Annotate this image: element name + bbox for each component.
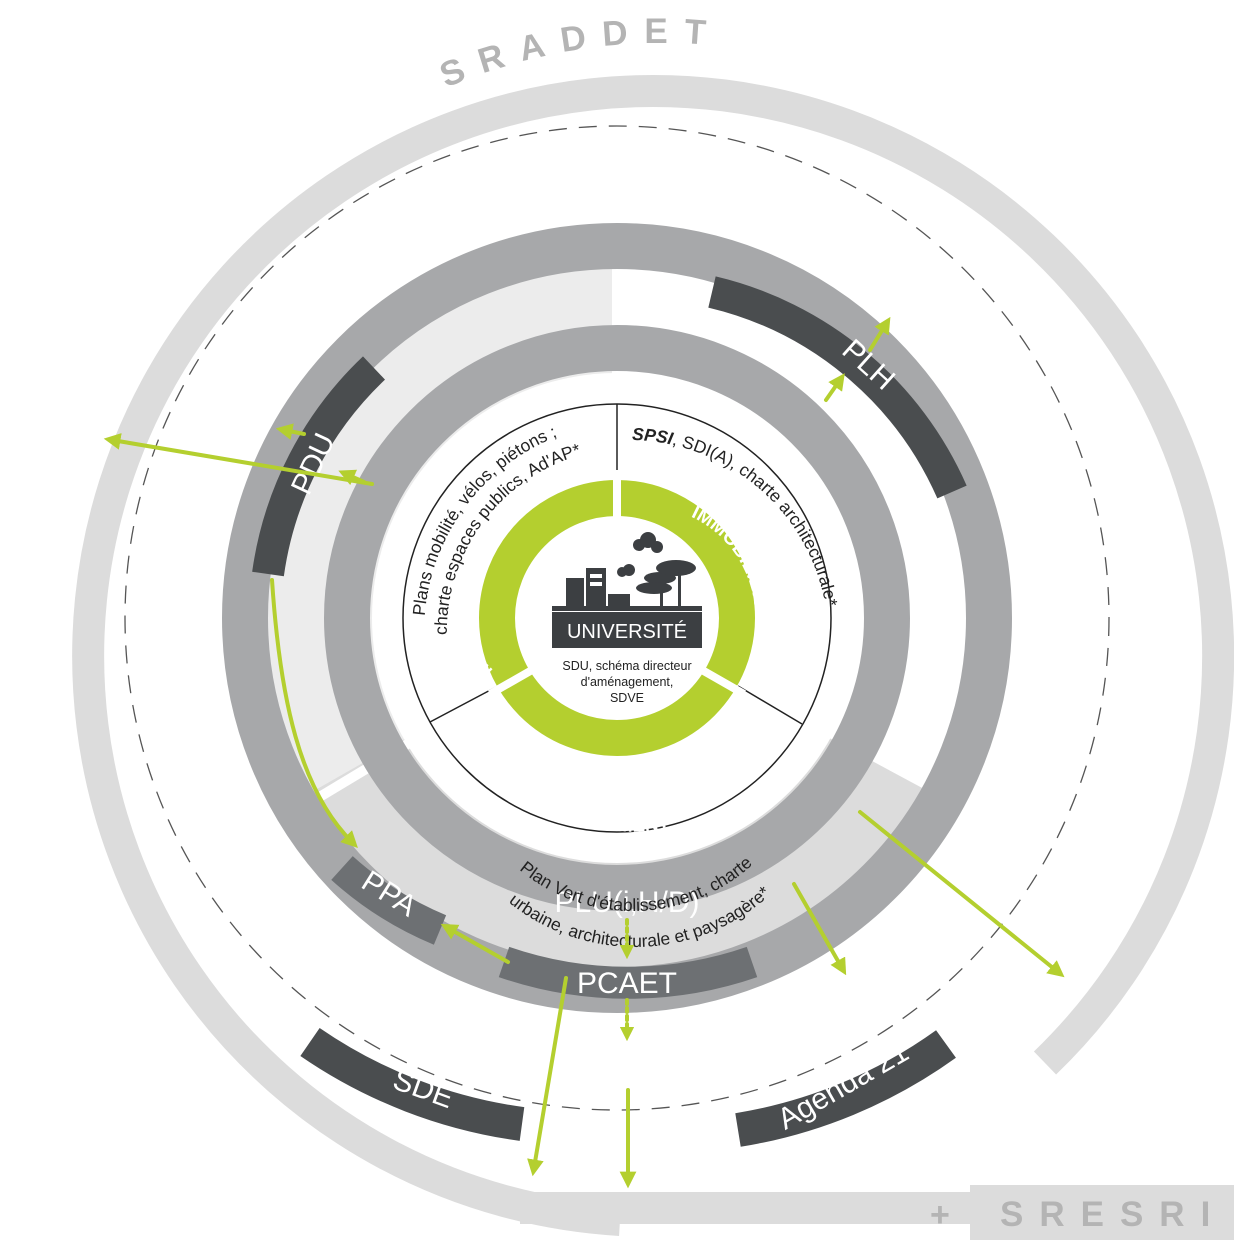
green-band-divider-right [700, 666, 746, 698]
agenda21-arc [735, 1030, 956, 1147]
arrow-pcaet-down [527, 976, 568, 1177]
dashed-orbit [124, 125, 1110, 1111]
sresri-label: SRESRI [1000, 1195, 1226, 1234]
plu-ring [324, 325, 910, 911]
green-band-divider-left [488, 666, 534, 698]
university-icon [552, 532, 702, 611]
arrow-pdu-to-ppa [270, 578, 358, 848]
arrow-plh-2 [868, 316, 891, 352]
pdu-arc [252, 356, 386, 577]
plu-label: PLU(i,H/D) [554, 886, 699, 919]
ppa-arc [331, 855, 447, 945]
plh-arc [708, 276, 967, 499]
pcaet-arc [498, 946, 758, 999]
arrow-pdu-ring-1 [275, 423, 306, 440]
scot-label: SCoT [584, 1052, 661, 1085]
arrow-pdu-ring-2 [338, 469, 366, 486]
sde-arc [300, 1027, 525, 1141]
university-banner [552, 612, 702, 648]
plus-sign: + [930, 1196, 950, 1234]
text-ring-divider-right [737, 685, 803, 725]
university-title: UNIVERSITÉ [567, 620, 687, 643]
arrow-plh-1 [824, 373, 845, 402]
arrow-pdu-outward [103, 433, 374, 486]
center-subtitle-line1: SDU, schéma directeur [562, 659, 691, 673]
sraddet-ring [72, 74, 1234, 1236]
arrow-scot-right [792, 882, 847, 976]
arrow-env-outward [858, 810, 1065, 978]
text-ring-divider-left [429, 685, 499, 723]
sresri-box [970, 1185, 1234, 1240]
pcaet-label: PCAET [577, 967, 677, 1000]
center-subtitle-line2: d'aménagement, [581, 675, 674, 689]
arrow-pcaet-to-ppa [440, 923, 510, 964]
arrows [103, 316, 1065, 1189]
center-subtitle-line3: SDVE [610, 691, 644, 705]
